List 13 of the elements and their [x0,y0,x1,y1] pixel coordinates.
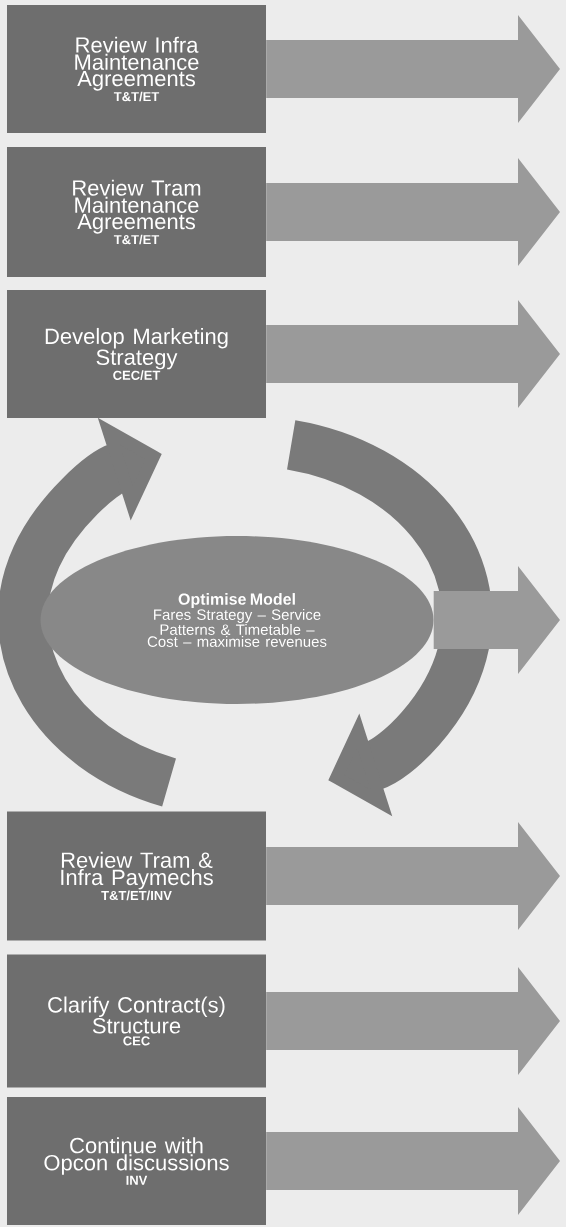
block-arrow [266,967,560,1075]
block-arrow [433,566,560,674]
block-arrow [266,15,560,123]
block-arrow [266,1107,560,1215]
process-box: Review Tram Maintenance Agreements T&T/ET [7,147,266,277]
process-box: Review Infra Maintenance Agreements T&T/ET [7,5,266,133]
process-box: Develop Marketing Strategy CEC/ET [7,290,266,418]
process-box: Review Tram & Infra Paymechs T&T/ET/INV [7,811,266,941]
process-box: Continue with Opcon discussions INV [7,1097,266,1225]
block-arrow [266,822,560,930]
process-box: Clarify Contract(s) Structure CEC [7,954,266,1088]
block-arrow [266,158,560,266]
block-arrow [266,300,560,408]
